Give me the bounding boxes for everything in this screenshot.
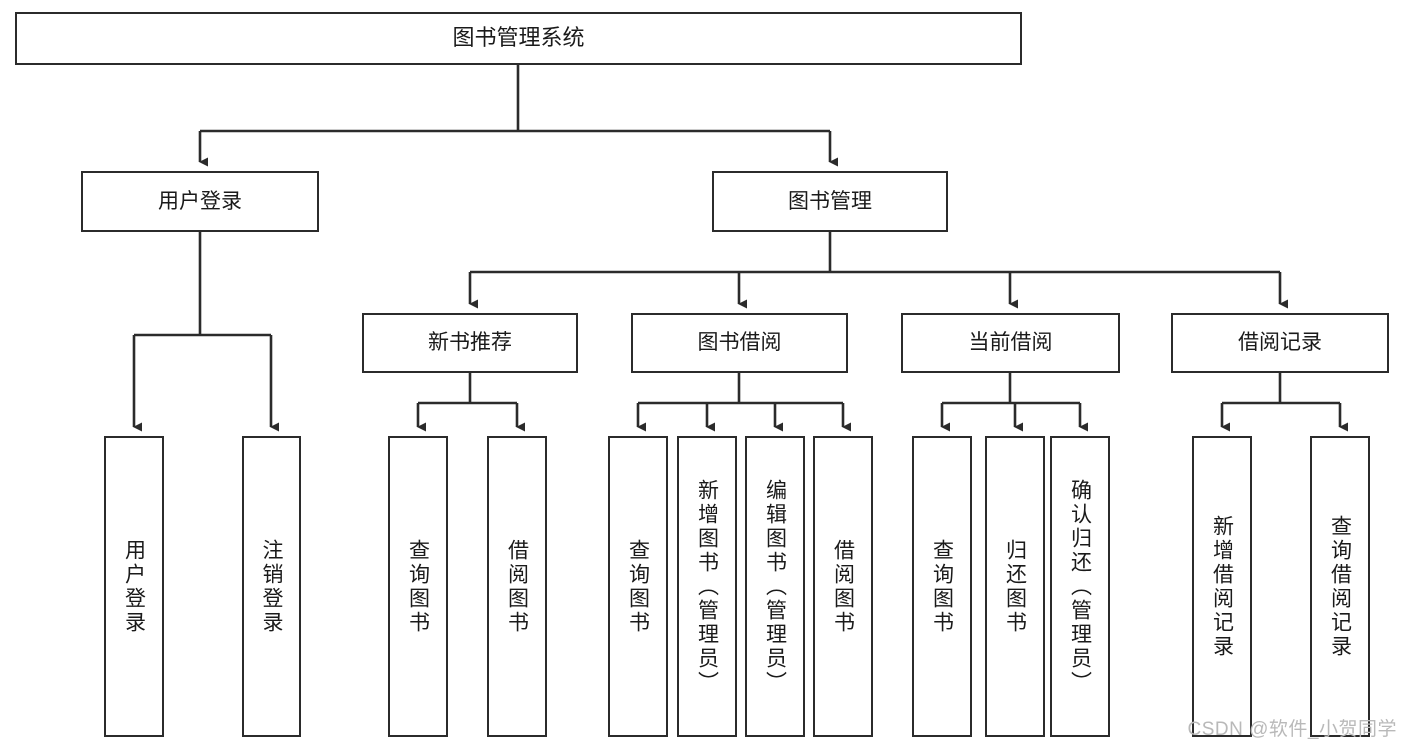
node-label: 归还图书 [1003, 538, 1027, 635]
connector-book-borrow-to-leaves [636, 373, 851, 432]
node-label: 查询图书 [930, 538, 954, 635]
node-label: 查询借阅记录 [1328, 514, 1352, 659]
node-label: 图书借阅 [697, 331, 782, 355]
node-label: 图书管理 [788, 189, 872, 213]
connector-root-to-level2 [198, 65, 838, 167]
node-label: 用户登录 [122, 538, 146, 635]
node-label: 新书推荐 [428, 331, 512, 355]
node-label: 借阅记录 [1238, 331, 1322, 355]
leaf-node-leaf-add-record[interactable]: 新增借阅记录 [1192, 436, 1252, 737]
leaf-node-leaf-borrow-book-2[interactable]: 借阅图书 [813, 436, 873, 737]
leaf-node-leaf-user-login[interactable]: 用户登录 [104, 436, 164, 737]
leaf-node-leaf-borrow-book-1[interactable]: 借阅图书 [487, 436, 547, 737]
leaf-node-leaf-add-book[interactable]: 新增图书（管理员） [677, 436, 737, 737]
leaf-node-leaf-query-book-3[interactable]: 查询图书 [912, 436, 972, 737]
node-label: 确认归还（管理员） [1068, 478, 1092, 695]
node-book-manage[interactable]: 图书管理 [712, 171, 948, 232]
node-user-login[interactable]: 用户登录 [81, 171, 319, 232]
node-label: 借阅图书 [831, 538, 855, 635]
connector-book-manage-to-level3 [468, 232, 1288, 309]
node-label: 新增借阅记录 [1210, 514, 1234, 659]
node-borrow-record[interactable]: 借阅记录 [1171, 313, 1389, 373]
node-label: 查询图书 [626, 538, 650, 635]
node-label: 借阅图书 [505, 538, 529, 635]
leaf-node-leaf-confirm-return[interactable]: 确认归还（管理员） [1050, 436, 1110, 737]
connector-borrow-record-to-leaves [1220, 373, 1348, 432]
leaf-node-leaf-query-record[interactable]: 查询借阅记录 [1310, 436, 1370, 737]
node-new-book-rec[interactable]: 新书推荐 [362, 313, 578, 373]
node-label: 当前借阅 [968, 331, 1053, 355]
node-book-borrow[interactable]: 图书借阅 [631, 313, 848, 373]
leaf-node-leaf-query-book-2[interactable]: 查询图书 [608, 436, 668, 737]
connector-current-borrow-to-leaves [940, 373, 1088, 432]
node-label: 注销登录 [260, 538, 283, 635]
connector-user-login-to-leaves [132, 232, 279, 432]
node-label: 新增图书（管理员） [695, 478, 719, 695]
leaf-node-leaf-return-book[interactable]: 归还图书 [985, 436, 1045, 737]
node-label: 图书管理系统 [452, 25, 585, 51]
node-root[interactable]: 图书管理系统 [15, 12, 1022, 65]
node-label: 编辑图书（管理员） [763, 478, 787, 695]
node-label: 查询图书 [406, 538, 430, 635]
leaf-node-leaf-query-book-1[interactable]: 查询图书 [388, 436, 448, 737]
leaf-node-leaf-user-logout[interactable]: 注销登录 [242, 436, 301, 737]
leaf-node-leaf-edit-book[interactable]: 编辑图书（管理员） [745, 436, 805, 737]
node-current-borrow[interactable]: 当前借阅 [901, 313, 1120, 373]
node-label: 用户登录 [158, 189, 242, 213]
connector-new-book-rec-to-leaves [416, 373, 525, 432]
